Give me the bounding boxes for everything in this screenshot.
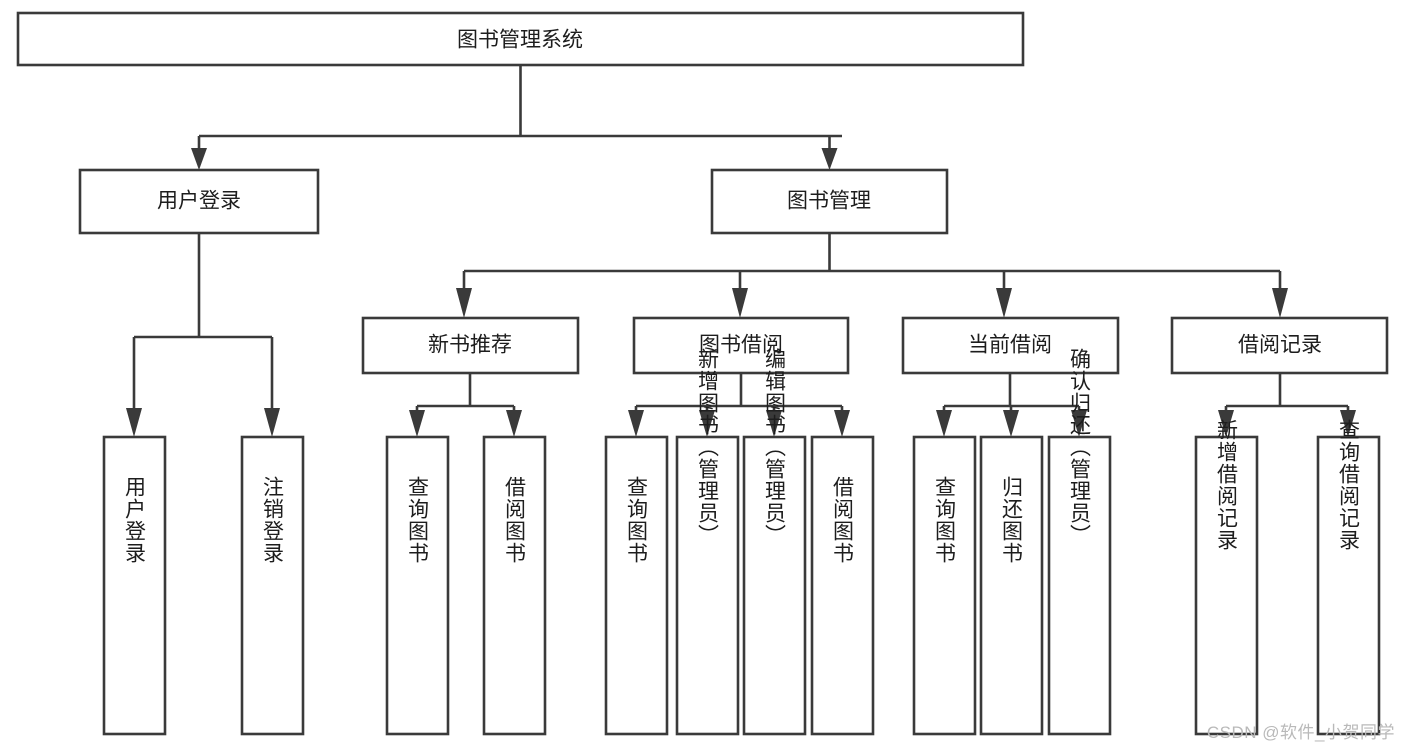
node-leaf-borrow-book-2-label: 借阅图书: [831, 476, 855, 564]
arrow-to-leaf-logout-login: [264, 408, 280, 437]
node-book-borrow-label: 图书借阅: [699, 334, 783, 357]
node-leaf-query-record-label: 查询借阅记录: [1337, 419, 1361, 551]
node-leaf-add-book[interactable]: 新增图书（管理员）: [675, 348, 740, 736]
node-current-borrow[interactable]: 当前借阅: [901, 316, 1120, 375]
arrow-to-leaf-query-record: [1340, 410, 1356, 437]
node-borrow-record-label: 借阅记录: [1238, 334, 1322, 357]
node-new-book-recommend-box[interactable]: [361, 316, 580, 375]
node-book-borrow-box[interactable]: [632, 316, 850, 375]
node-leaf-add-record[interactable]: 新增借阅记录: [1194, 419, 1259, 736]
node-book-borrow[interactable]: 图书借阅: [632, 316, 850, 375]
node-leaf-query-book-2[interactable]: 查询图书: [604, 435, 669, 736]
node-leaf-logout-login-box[interactable]: [240, 435, 305, 736]
node-book-manage[interactable]: 图书管理: [710, 168, 949, 235]
node-leaf-borrow-book-1-box[interactable]: [482, 435, 547, 736]
node-leaf-add-record-box[interactable]: [1194, 435, 1259, 736]
arrow-to-book-borrow: [732, 288, 748, 318]
arrow-to-current-borrow: [996, 288, 1012, 318]
node-leaf-return-book-label: 归还图书: [1000, 476, 1024, 564]
node-new-book-recommend-label: 新书推荐: [428, 334, 512, 357]
arrow-to-leaf-confirm-return: [1071, 410, 1087, 437]
arrow-to-leaf-edit-book: [766, 410, 782, 437]
node-leaf-query-record-box[interactable]: [1316, 435, 1381, 736]
node-user-login-label: 用户登录: [157, 190, 241, 213]
node-leaf-user-login-box[interactable]: [102, 435, 167, 736]
node-new-book-recommend[interactable]: 新书推荐: [361, 316, 580, 375]
node-leaf-return-book-box[interactable]: [979, 435, 1044, 736]
node-leaf-edit-book-box[interactable]: [742, 435, 807, 736]
node-book-manage-box[interactable]: [710, 168, 949, 235]
arrow-to-leaf-query-book-1: [409, 410, 425, 437]
node-leaf-add-book-box[interactable]: [675, 435, 740, 736]
connector-layer: [126, 65, 1356, 437]
node-leaf-user-login-label: 用户登录: [123, 476, 147, 564]
node-current-borrow-box[interactable]: [901, 316, 1120, 375]
arrow-to-leaf-query-book-3: [936, 410, 952, 437]
node-leaf-query-book-2-label: 查询图书: [625, 476, 649, 564]
arrow-to-leaf-add-record: [1218, 410, 1234, 437]
node-current-borrow-label: 当前借阅: [968, 334, 1052, 357]
node-leaf-add-book-label: 新增图书（管理员）: [696, 348, 720, 546]
node-leaf-query-book-1-box[interactable]: [385, 435, 450, 736]
node-leaf-return-book[interactable]: 归还图书: [979, 435, 1044, 736]
node-leaf-confirm-return-label: 确认归还（管理员）: [1068, 348, 1092, 546]
arrow-to-book-manage: [821, 148, 838, 170]
node-leaf-query-book-1-label: 查询图书: [406, 476, 430, 564]
node-borrow-record-box[interactable]: [1170, 316, 1389, 375]
node-leaf-logout-login-label: 注销登录: [261, 476, 285, 564]
node-leaf-query-book-1[interactable]: 查询图书: [385, 435, 450, 736]
node-borrow-record[interactable]: 借阅记录: [1170, 316, 1389, 375]
arrow-to-leaf-query-book-2: [628, 410, 644, 437]
node-leaf-user-login[interactable]: 用户登录: [102, 435, 167, 736]
node-user-login-box[interactable]: [78, 168, 320, 235]
arrow-to-leaf-borrow-book-1: [506, 410, 522, 437]
node-leaf-query-book-3[interactable]: 查询图书: [912, 435, 977, 736]
node-leaf-query-book-3-box[interactable]: [912, 435, 977, 736]
node-root-book-management-system[interactable]: 图书管理系统: [16, 11, 1025, 67]
node-root-box[interactable]: [16, 11, 1025, 67]
csdn-watermark: CSDN @软件_小贺同学: [1206, 723, 1395, 742]
arrow-to-user-login: [191, 148, 207, 170]
node-leaf-edit-book-label: 编辑图书（管理员）: [763, 348, 787, 546]
arrow-to-borrow-record: [1272, 288, 1288, 318]
arrow-to-new-book-recommend: [456, 288, 472, 318]
arrow-to-leaf-add-book: [699, 410, 715, 437]
node-leaf-confirm-return[interactable]: 确认归还（管理员）: [1047, 348, 1112, 736]
node-book-manage-label: 图书管理: [787, 190, 871, 213]
node-leaf-query-book-3-label: 查询图书: [933, 476, 957, 564]
node-leaf-confirm-return-box[interactable]: [1047, 435, 1112, 736]
node-leaf-borrow-book-1-label: 借阅图书: [503, 476, 527, 564]
node-leaf-borrow-book-1[interactable]: 借阅图书: [482, 435, 547, 736]
node-leaf-edit-book[interactable]: 编辑图书（管理员）: [742, 348, 807, 736]
node-leaf-query-record[interactable]: 查询借阅记录: [1316, 419, 1381, 736]
node-root-label: 图书管理系统: [457, 29, 583, 52]
arrow-to-leaf-user-login: [126, 408, 142, 437]
arrow-to-leaf-borrow-book-2: [834, 410, 850, 437]
node-leaf-borrow-book-2[interactable]: 借阅图书: [810, 435, 875, 736]
node-leaf-add-record-label: 新增借阅记录: [1215, 419, 1239, 551]
node-leaf-logout-login[interactable]: 注销登录: [240, 435, 305, 736]
arrow-to-leaf-return-book: [1003, 410, 1019, 437]
node-user-login[interactable]: 用户登录: [78, 168, 320, 235]
node-leaf-query-book-2-box[interactable]: [604, 435, 669, 736]
node-leaf-borrow-book-2-box[interactable]: [810, 435, 875, 736]
